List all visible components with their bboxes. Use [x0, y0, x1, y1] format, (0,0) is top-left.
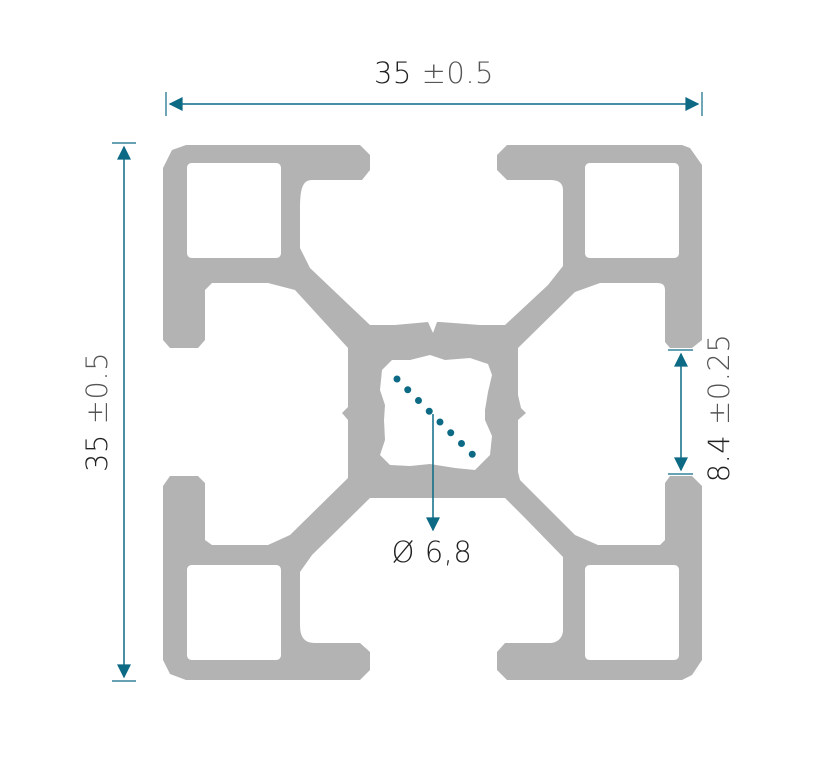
slot-label: 8.4 ±0.25	[702, 334, 736, 483]
bore-label: Ø 6,8	[392, 535, 473, 569]
dimension-bore: Ø 6,8	[392, 375, 477, 569]
height-label: 35 ±0.5	[80, 352, 114, 472]
dimension-slot: 8.4 ±0.25	[668, 334, 736, 483]
profile-body	[163, 145, 702, 680]
dimension-width: 35 ±0.5	[165, 56, 703, 116]
width-label: 35 ±0.5	[374, 56, 494, 90]
bore-diameter-dotted-line	[393, 375, 477, 459]
dimension-height: 35 ±0.5	[80, 142, 136, 682]
profile-cross-section	[163, 145, 702, 680]
